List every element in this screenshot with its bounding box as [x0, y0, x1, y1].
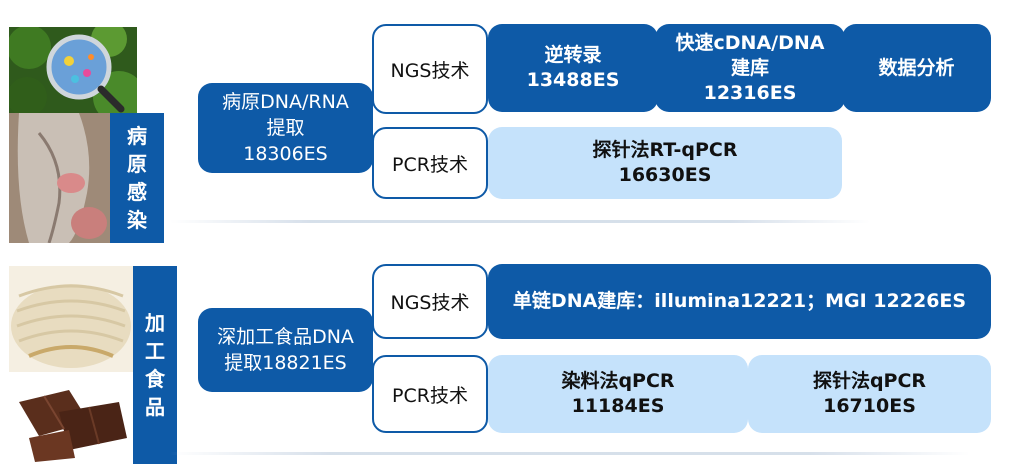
- probe-qpcr-step: 探针法qPCR 16710ES: [748, 355, 991, 433]
- chocolate-photo: [9, 372, 133, 464]
- group-separator: [170, 220, 870, 223]
- infected-fish-photo: [9, 113, 110, 243]
- ngs-technology-box: NGS技术: [372, 24, 488, 114]
- step-line: 逆转录: [544, 44, 602, 66]
- bottom-separator: [170, 452, 970, 455]
- ngs-label: NGS技术: [390, 59, 470, 82]
- vegetables-magnifier-photo: [9, 27, 137, 113]
- step-line: 染料法qPCR: [561, 370, 675, 392]
- data-analysis-step: 数据分析: [842, 24, 991, 112]
- probe-rt-qpcr-step: 探针法RT-qPCR 16630ES: [488, 127, 842, 199]
- step-line: 13488ES: [526, 69, 620, 91]
- ngs-technology-box: NGS技术: [372, 264, 488, 339]
- group-label-char: 病: [127, 124, 147, 148]
- step-line: 建库: [730, 56, 769, 79]
- pathogen-extraction-box: 病原DNA/RNA 提取 18306ES: [198, 83, 373, 173]
- step-line: 单链DNA建库：illumina12221；MGI 12226ES: [512, 290, 967, 312]
- rice-noodles-photo: [9, 266, 133, 372]
- step-line: 探针法qPCR: [812, 370, 927, 392]
- step-line: 16630ES: [618, 164, 712, 186]
- group-label-char: 加: [145, 311, 165, 335]
- pcr-technology-box: PCR技术: [372, 355, 488, 433]
- group-label-char: 染: [127, 208, 147, 232]
- group-label-char: 品: [145, 395, 165, 419]
- group-label-pathogen-infection: 病 原 感 染: [110, 113, 164, 243]
- pcr-technology-box: PCR技术: [372, 127, 488, 199]
- single-strand-library-step: 单链DNA建库：illumina12221；MGI 12226ES: [488, 264, 991, 339]
- group-label-char: 感: [127, 180, 147, 204]
- step-line: 探针法RT-qPCR: [592, 139, 738, 161]
- step-line: 16710ES: [823, 395, 916, 417]
- food-extraction-box: 深加工食品DNA 提取18821ES: [198, 308, 373, 392]
- step-line: 12316ES: [703, 81, 797, 104]
- group-label-char: 原: [127, 152, 147, 176]
- ngs-label: NGS技术: [390, 292, 470, 314]
- extraction-line: 提取18821ES: [224, 352, 347, 374]
- pcr-label: PCR技术: [392, 384, 468, 407]
- group-label-char: 食: [145, 367, 165, 391]
- group-label-processed-food: 加 工 食 品: [133, 266, 177, 464]
- pcr-label: PCR技术: [392, 153, 468, 176]
- extraction-line: 提取: [266, 117, 305, 139]
- library-prep-step: 快速cDNA/DNA 建库 12316ES: [655, 24, 845, 112]
- dye-qpcr-step: 染料法qPCR 11184ES: [488, 355, 748, 433]
- extraction-line: 18306ES: [243, 143, 328, 165]
- extraction-line: 病原DNA/RNA: [222, 91, 349, 113]
- step-line: 数据分析: [878, 56, 955, 79]
- step-line: 11184ES: [571, 395, 665, 417]
- step-line: 快速cDNA/DNA: [675, 31, 825, 54]
- group-label-char: 工: [145, 339, 165, 363]
- reverse-transcription-step: 逆转录 13488ES: [488, 24, 658, 112]
- extraction-line: 深加工食品DNA: [217, 326, 354, 348]
